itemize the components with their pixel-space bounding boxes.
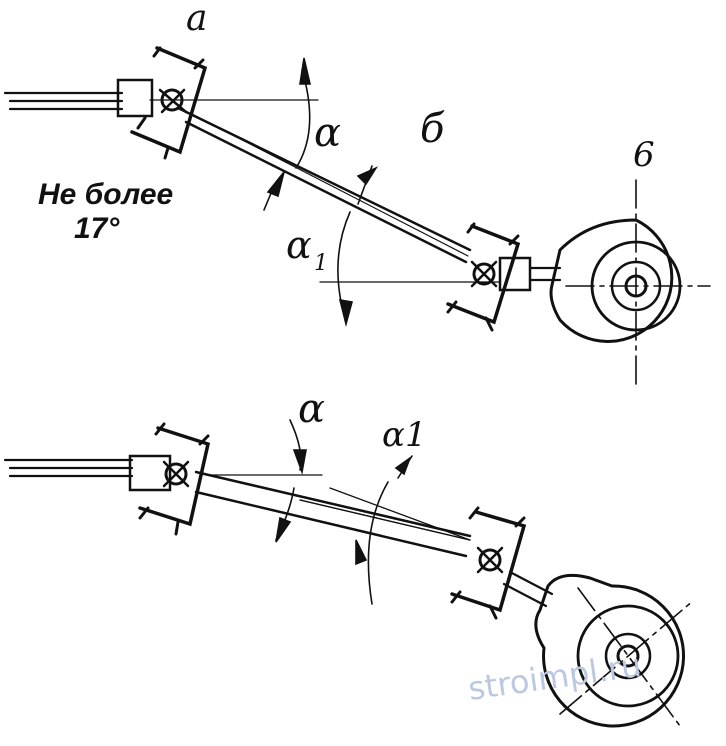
bottom-angle-alpha1: α1 [382,415,427,455]
top-note-line1: Не более [38,178,173,211]
top-label-b: б [420,106,445,152]
top-intermediate-shaft [176,106,472,264]
bottom-angle-alpha: α [298,386,325,432]
top-note-line2: 17° [74,212,120,245]
top-input-shaft [3,91,124,111]
bottom-cardan-scheme: α α1 [3,386,695,728]
top-angle-arcs [263,57,379,328]
bottom-left-universal-joint [128,422,211,536]
bottom-reference-lines [209,474,471,541]
top-angle-alpha: α [314,110,341,156]
top-angle-alpha1-subscript: 1 [314,251,328,276]
top-reference-lines [149,99,501,283]
top-label-a: а [186,0,207,39]
top-output-flange [549,179,711,389]
bottom-input-shaft [3,458,134,478]
bottom-angle-arcs [275,419,413,605]
bottom-intermediate-shaft [194,470,472,558]
top-left-universal-joint [116,46,208,160]
bottom-right-universal-joint [450,506,527,620]
top-angle-alpha1: α [286,223,312,267]
watermark-text: stroimpl.ru [466,646,644,708]
top-label-6: 6 [633,135,655,175]
top-cardan-scheme: а б 6 α α 1 Не более 17° [3,0,711,389]
bottom-output-flange [534,573,695,728]
top-right-universal-joint [446,222,532,332]
